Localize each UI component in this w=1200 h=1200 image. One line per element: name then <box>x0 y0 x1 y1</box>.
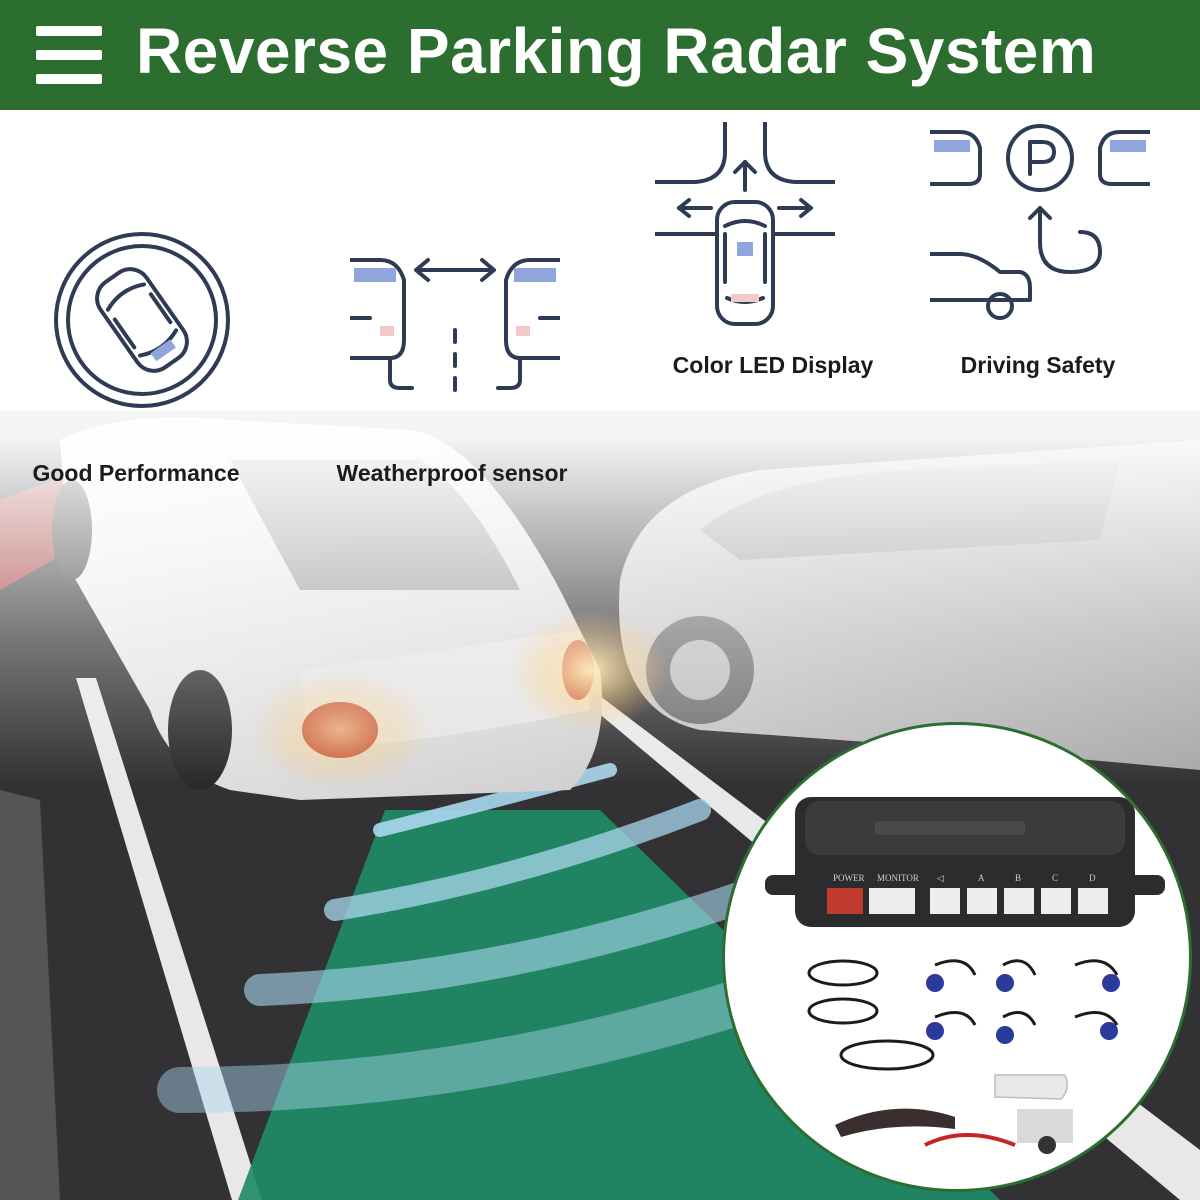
led-display-unit <box>835 1108 955 1137</box>
port-label: B <box>1015 873 1021 883</box>
port-label: A <box>978 873 985 883</box>
feature-label: Driving Safety <box>960 352 1116 378</box>
display-bracket <box>994 1074 1068 1100</box>
drill-bit <box>1038 1136 1056 1154</box>
kit-contents-inset: POWER MONITOR ◁ A B C D <box>722 722 1192 1192</box>
port-label: C <box>1052 873 1058 883</box>
ultrasonic-sensors <box>926 974 1120 1044</box>
kit-illustration: POWER MONITOR ◁ A B C D <box>765 797 1165 1154</box>
feature-label: Weatherproof sensor <box>336 460 568 486</box>
port-label: ◁ <box>937 873 944 883</box>
menu-icon[interactable] <box>36 26 102 86</box>
intersection-car-icon <box>655 122 835 326</box>
page-title: Reverse Parking Radar System <box>136 15 1097 87</box>
sensor-cables <box>807 959 1119 1071</box>
car-in-circle-icon <box>54 232 230 408</box>
feature-label: Color LED Display <box>672 352 874 378</box>
port-label: D <box>1089 873 1096 883</box>
port-label: POWER <box>833 873 865 883</box>
port-label: MONITOR <box>877 873 919 883</box>
feature-label: Good Performance <box>32 460 240 486</box>
control-box <box>765 797 1165 927</box>
power-wire <box>924 1133 1016 1147</box>
header-banner: Reverse Parking Radar System <box>0 0 1200 110</box>
car-distance-icon <box>350 258 560 392</box>
parking-reverse-icon <box>930 124 1150 320</box>
